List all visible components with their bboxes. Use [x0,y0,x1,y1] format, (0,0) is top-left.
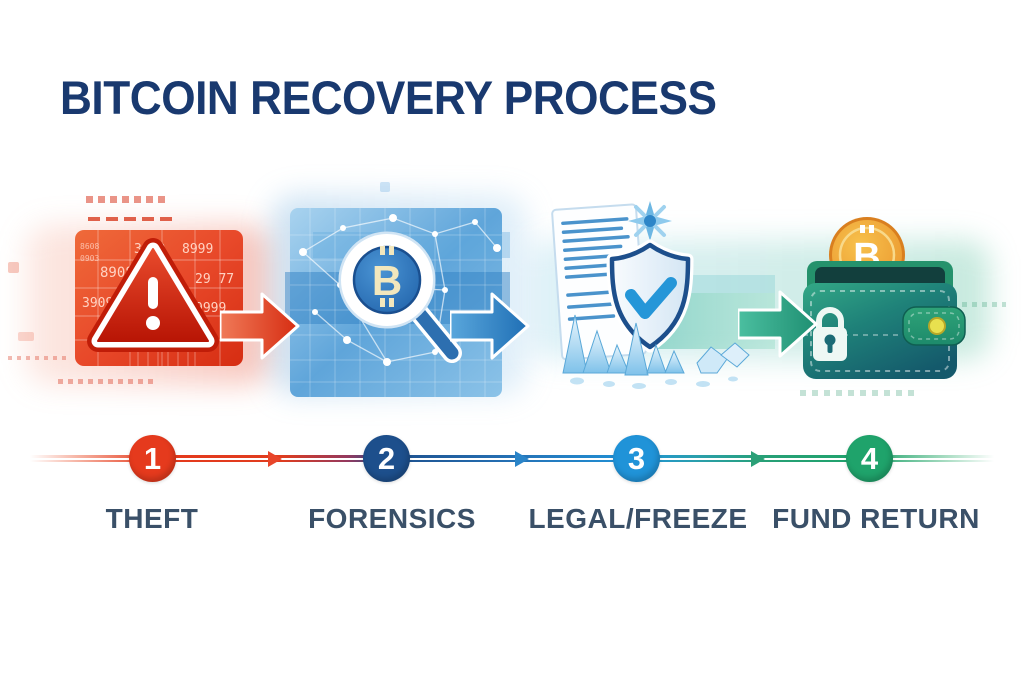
exclamation-dot [146,316,160,330]
step-label-legal-freeze: LEGAL/FREEZE [528,503,748,534]
step-label-forensics: FORENSICS [308,503,476,534]
arrow-legal-to-fund-return [736,286,818,367]
decorative-dots [800,390,920,396]
step-number: 2 [377,440,396,476]
shield-icon [606,239,694,353]
step-number: 3 [627,440,646,476]
step-circle-2: 2 [363,435,410,482]
magnifier-icon: B [338,231,462,363]
lock-icon [813,307,847,361]
exclamation-bar [148,277,158,309]
step-circle-4: 4 [846,435,893,482]
step-label-fund-return: FUND RETURN [772,503,980,534]
decorative-dashes [88,217,178,221]
card-number: 0903 [80,254,99,263]
arrow-forensics-to-legal [448,288,530,369]
step-label-theft: THEFT [105,503,199,534]
ice-crystals [562,314,750,389]
wallet-body [803,261,966,379]
timeline-arrowhead-red [268,451,282,467]
magnifier-handle [408,301,459,360]
timeline-arrowhead-blue [515,451,529,467]
page-title: BITCOIN RECOVERY PROCESS [60,71,717,124]
timeline-track [30,455,994,462]
card-number: 29 77 [195,272,234,287]
bitcoin-wallet-icon: B [803,217,966,379]
clasp-button [928,317,946,335]
step-circle-3: 3 [613,435,660,482]
card-number: 8999 [182,242,213,257]
shield-document-icon [551,201,775,389]
wallet-clasp [902,306,966,346]
decorative-square [380,182,390,192]
warning-triangle-icon [87,238,219,352]
decorative-square [18,332,34,341]
step-number: 1 [143,440,162,476]
decorative-square [8,262,19,273]
svg-text:B: B [372,257,402,304]
card-number: 8608 [80,242,99,251]
fund-return-illustration: B [785,195,975,400]
bitcoin-symbol: B [372,246,402,307]
magnifier-lens [352,245,422,315]
decorative-dots [8,356,70,360]
snowflake-icon [628,201,672,241]
legal-freeze-illustration [535,195,775,405]
decorative-dots [86,196,170,203]
theft-illustration: 3609 8999 8908 29 77 3909 9999 8608 0903 [40,185,255,400]
arrow-theft-to-forensics [218,288,300,369]
decorative-dots [952,302,1006,307]
checkmark-icon [625,277,677,319]
step-circle-1: 1 [129,435,176,482]
theft-warning-card-icon: 3609 8999 8908 29 77 3909 9999 8608 0903 [75,230,243,366]
wallet-stitching [810,290,950,372]
step-number: 4 [860,440,879,476]
timeline-arrowhead-green [751,451,765,467]
decorative-dots [58,379,153,384]
